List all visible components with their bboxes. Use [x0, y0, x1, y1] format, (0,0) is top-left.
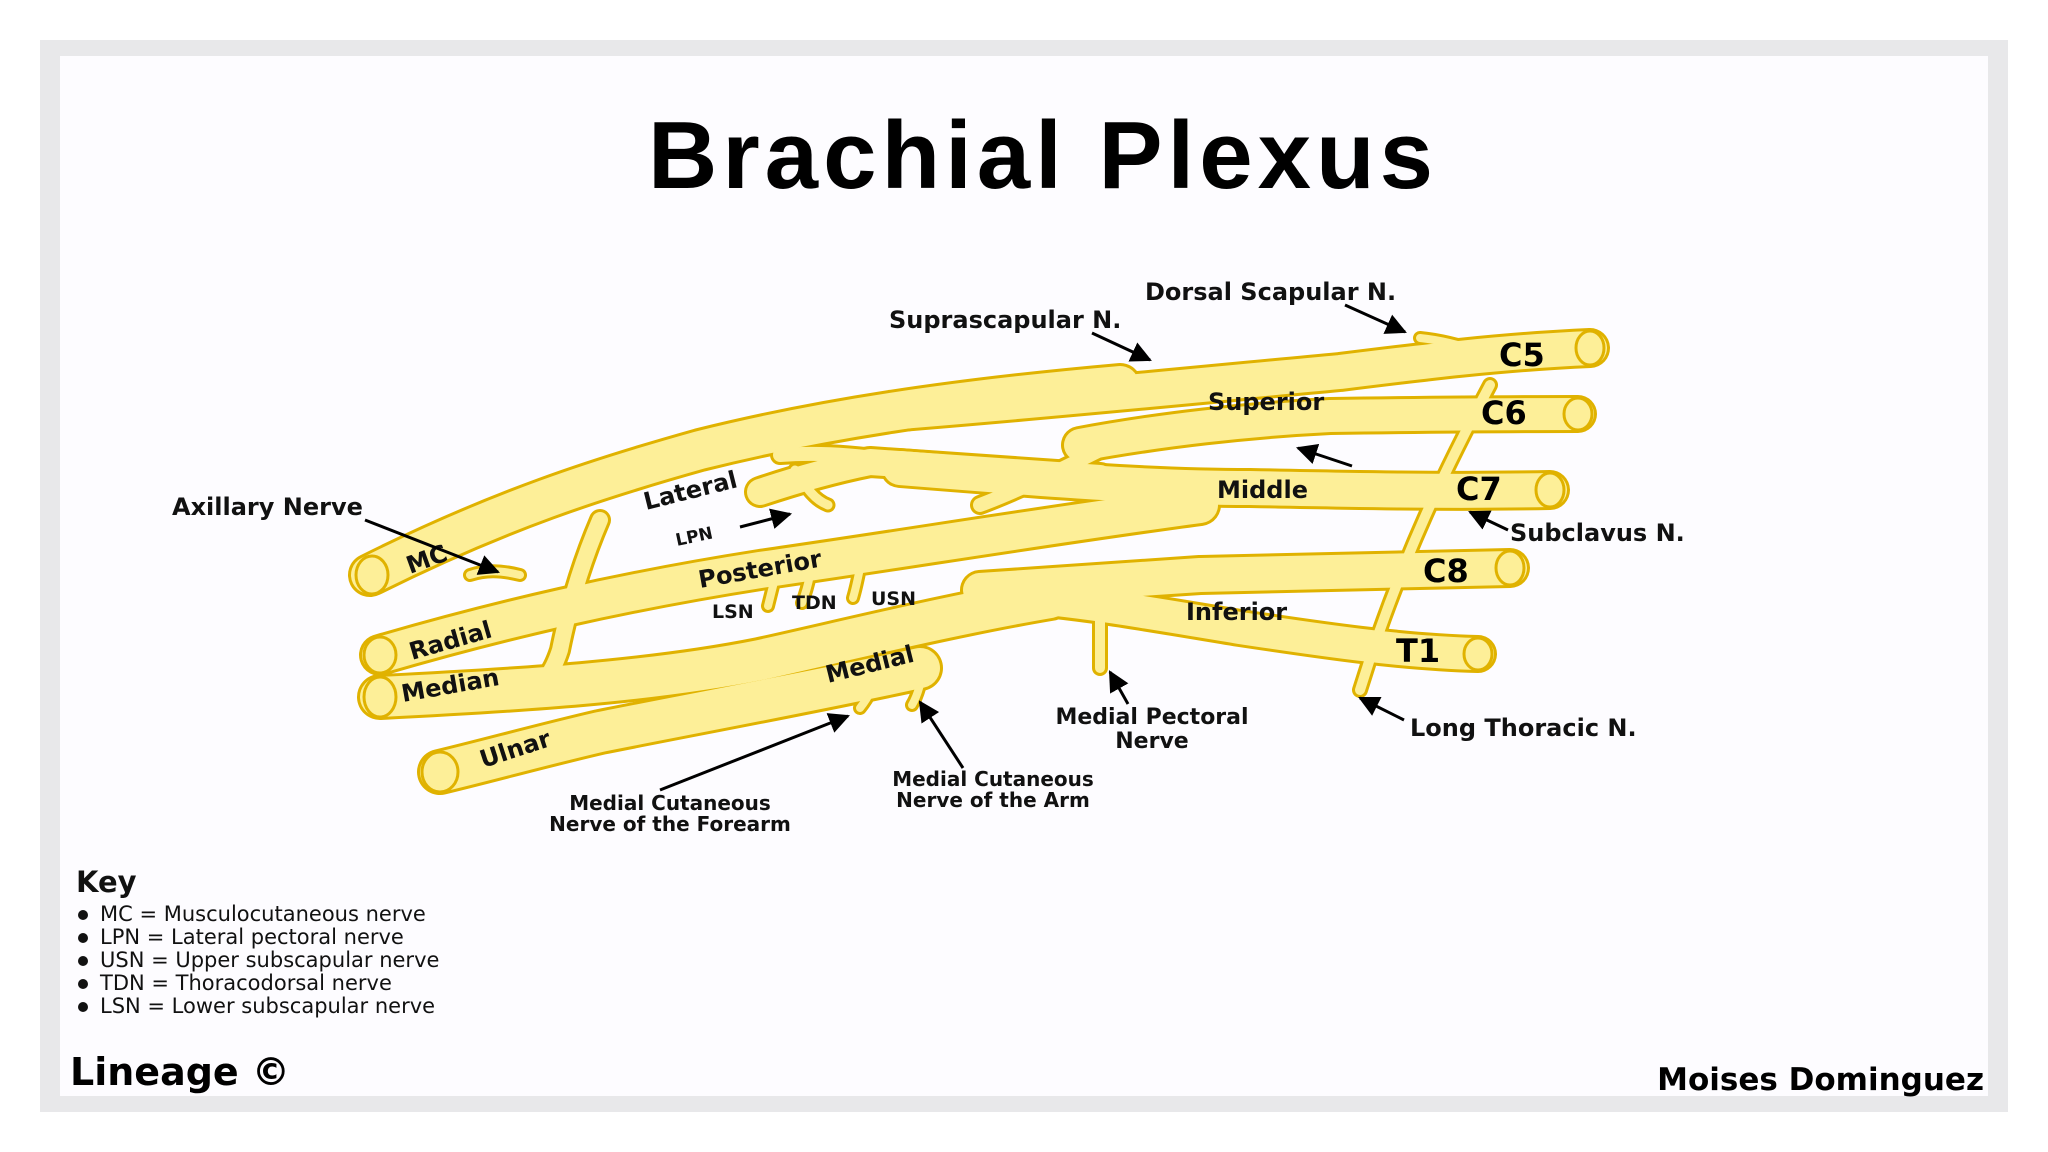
root-label-t1: T1: [1396, 632, 1440, 670]
nerve-lsn: [764, 574, 779, 610]
end-cap-ulnar: [420, 750, 460, 794]
arrow-dorsal-scapular: [1344, 303, 1407, 334]
label-suprascapular: Suprascapular N.: [889, 306, 1121, 334]
nerve-dorsal-scapular: [1416, 334, 1484, 356]
nerve-mc-forearm: [856, 664, 884, 712]
key-item: USN = Upper subscapular nerve: [78, 949, 796, 972]
nerve-superior-trunk: [351, 366, 1139, 594]
label-dorsal-scapular: Dorsal Scapular N.: [1145, 278, 1396, 306]
arrow-lpn: [739, 508, 793, 529]
callout-arrows: [364, 303, 1509, 792]
nerve-sup-to-posterior: [973, 443, 1107, 512]
root-label-c5: C5: [1499, 336, 1545, 374]
trunk-label-inferior: Inferior: [1186, 598, 1287, 626]
nerve-usn: [849, 564, 864, 602]
root-label-c7: C7: [1456, 470, 1502, 508]
nerve-end-caps: [354, 329, 1606, 794]
branch-label-lsn: LSN: [712, 601, 754, 623]
end-cap-c5: [1574, 329, 1606, 367]
key-item: MC = Musculocutaneous nerve: [78, 903, 796, 926]
arrow-mc-forearm: [659, 713, 850, 792]
end-cap-mc: [354, 554, 390, 596]
nerve-posterior-cord: [362, 487, 1218, 673]
arrow-axillary: [364, 518, 500, 575]
nerve-lpn: [790, 465, 833, 510]
branch-label-lpn: LPN: [674, 524, 715, 551]
key-title: Key: [76, 865, 137, 899]
arrow-middle-trunk-branch: [1296, 444, 1353, 468]
nerve-c6-root: [1064, 398, 1594, 461]
arrow-long-thoracic: [1358, 696, 1405, 722]
end-cap-c6: [1562, 396, 1594, 432]
arrow-mc-arm: [918, 700, 965, 769]
nerve-long-thoracic: [1355, 380, 1495, 695]
end-cap-t1: [1462, 636, 1494, 672]
end-cap-median: [362, 675, 398, 719]
key-list: MC = Musculocutaneous nerve LPN = Latera…: [76, 903, 796, 1018]
branch-label-usn: USN: [871, 588, 916, 610]
trunk-label-middle: Middle: [1217, 476, 1308, 504]
arrow-subclavius: [1468, 510, 1509, 532]
nerve-tdn: [798, 571, 814, 607]
branch-label-tdn: TDN: [792, 592, 837, 614]
label-mc-forearm-line1: Medial Cutaneous: [569, 791, 771, 815]
nerve-mc-arm: [908, 656, 929, 709]
root-label-c6: C6: [1481, 394, 1527, 432]
arrow-suprascapular: [1091, 331, 1152, 362]
key-item: LPN = Lateral pectoral nerve: [78, 926, 796, 949]
key-legend: Key MC = Musculocutaneous nerve LPN = La…: [76, 865, 796, 1018]
page-title: Brachial Plexus: [648, 102, 1438, 209]
label-mc-arm-line2: Nerve of the Arm: [896, 788, 1090, 812]
label-axillary: Axillary Nerve: [172, 493, 363, 521]
footer-lineage: Lineage ©: [70, 1050, 290, 1094]
nerve-ulnar: [420, 648, 940, 792]
key-item: LSN = Lower subscapular nerve: [78, 995, 796, 1018]
label-mc-forearm-line2: Nerve of the Forearm: [549, 812, 791, 836]
label-subclavius: Subclavus N.: [1510, 519, 1685, 547]
end-cap-c7: [1534, 471, 1566, 509]
key-item: TDN = Thoracodorsal nerve: [78, 972, 796, 995]
label-mc-arm-line1: Medial Cutaneous: [892, 767, 1094, 791]
label-medial-pectoral-line2: Nerve: [1115, 729, 1188, 754]
label-long-thoracic: Long Thoracic N.: [1410, 714, 1637, 742]
trunk-label-superior: Superior: [1208, 388, 1324, 416]
nerve-t1-root: [984, 579, 1494, 670]
arrow-medial-pectoral: [1108, 670, 1130, 705]
root-label-c8: C8: [1423, 552, 1469, 590]
nerve-network: [348, 328, 1610, 795]
label-medial-pectoral-line1: Medial Pectoral: [1055, 705, 1248, 730]
footer-author: Moises Dominguez: [1657, 1062, 1984, 1098]
end-cap-c8: [1494, 549, 1526, 587]
nerve-inferior-trunk: [360, 578, 1070, 717]
nerve-lateral-to-median: [512, 512, 608, 703]
end-cap-radial: [362, 635, 398, 675]
nerve-c7-to-lateral: [773, 446, 907, 469]
